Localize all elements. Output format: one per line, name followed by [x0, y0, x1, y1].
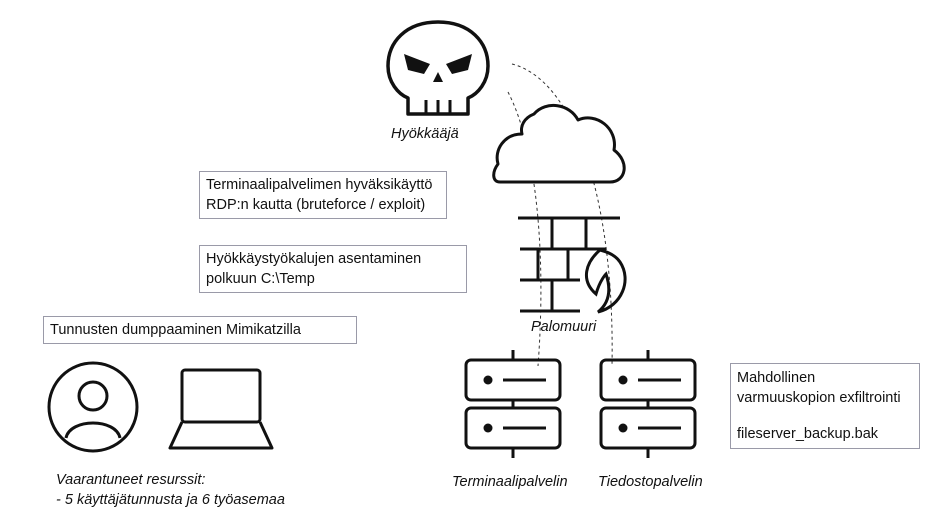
step-credential-dump: Tunnusten dumppaaminen Mimikatzilla — [43, 316, 357, 344]
compromised-resources: Vaarantuneet resurssit: - 5 käyttäjätunn… — [56, 470, 285, 510]
step-tool-install: Hyökkäystyökalujen asentaminen polkuun C… — [199, 245, 467, 293]
step-credential-dump-line1: Tunnusten dumppaaminen Mimikatzilla — [50, 322, 301, 338]
step-tool-install-line2: polkuun C:\Temp — [206, 271, 315, 287]
exfiltration-note: Mahdollinen varmuuskopion exfiltrointi f… — [730, 363, 920, 449]
compromised-title: Vaarantuneet resurssit: — [56, 472, 206, 488]
exfiltration-file: fileserver_backup.bak — [737, 426, 879, 442]
file-server-icon — [599, 350, 697, 458]
attack-path-terminal — [507, 91, 542, 367]
step-rdp-exploit-line2: RDP:n kautta (bruteforce / exploit) — [206, 197, 426, 213]
laptop-icon — [168, 368, 274, 450]
attack-path-fileserver — [511, 63, 613, 367]
step-rdp-exploit-line1: Terminaalipalvelimen hyväksikäyttö — [206, 177, 433, 193]
user-avatar-icon — [47, 361, 139, 453]
attacker-label: Hyökkääjä — [391, 126, 459, 142]
exfiltration-line2: varmuuskopion exfiltrointi — [737, 390, 901, 406]
step-rdp-exploit: Terminaalipalvelimen hyväksikäyttö RDP:n… — [199, 171, 447, 219]
firewall-icon — [518, 216, 627, 314]
terminal-server-icon — [464, 350, 562, 458]
step-tool-install-line1: Hyökkäystyökalujen asentaminen — [206, 251, 422, 267]
cloud-icon — [492, 104, 626, 184]
exfiltration-line1: Mahdollinen — [737, 370, 816, 386]
file-server-label: Tiedostopalvelin — [598, 474, 703, 490]
firewall-label: Palomuuri — [531, 319, 597, 335]
terminal-server-label: Terminaalipalvelin — [452, 474, 568, 490]
exfiltration-spacer — [737, 408, 913, 424]
compromised-detail: - 5 käyttäjätunnusta ja 6 työasemaa — [56, 492, 285, 508]
skull-icon — [386, 20, 490, 116]
